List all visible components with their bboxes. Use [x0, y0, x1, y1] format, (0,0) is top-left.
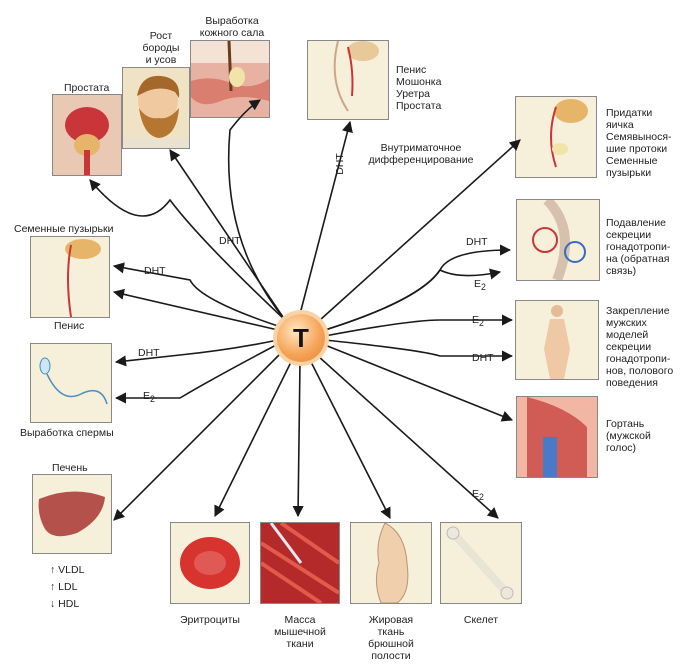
e2-subscript: 2 [479, 492, 484, 503]
arrow-skeleton [317, 355, 499, 519]
arrow-seminal [112, 262, 279, 327]
label-skeleton: Скелет [463, 614, 499, 626]
label-muscle: Масса мышечной ткани [274, 614, 326, 650]
male-body-image [515, 300, 599, 380]
genitals-illustration [308, 40, 388, 119]
bone-illustration [441, 523, 521, 603]
hormone-e2-skeleton: E2 [472, 488, 484, 503]
arrow-sperm-e2 [114, 343, 279, 404]
beard-image [122, 67, 190, 149]
hormone-dht-top: DHT [333, 153, 346, 175]
beard-illustration [123, 68, 189, 148]
hormone-dht-feedback: DHT [466, 236, 488, 248]
arrow-feedback-e2 [324, 268, 502, 331]
label-fat: Жировая ткань брюшной полости [368, 614, 414, 662]
label-beard: Рост бороды и усов [142, 30, 180, 66]
muscle-illustration [259, 521, 341, 605]
hormone-dht-seminal: DHT [144, 265, 166, 277]
e2-subscript: 2 [150, 394, 155, 405]
hormone-e2-model: E2 [472, 314, 484, 329]
muscle-image [259, 521, 341, 605]
erythrocytes-image [170, 522, 250, 604]
label-seminal-vesicles: Семенные пузырьки [14, 223, 114, 235]
arrow-erythrocytes [214, 359, 293, 518]
lipid-label: VLDL [58, 564, 85, 576]
larynx-image [516, 396, 598, 478]
decrease-arrow-icon: ↓ [50, 598, 56, 610]
label-genitals: Пенис Мошонка Уретра Простата [396, 64, 442, 112]
prostate-illustration [53, 95, 121, 175]
arrow-muscle [292, 361, 304, 518]
arrow-sebum [227, 99, 286, 321]
seminal-vesicles-illustration [31, 237, 109, 318]
genitals-image [307, 40, 389, 120]
increase-arrow-icon: ↑ [50, 564, 56, 576]
lipid-item: ↑ VLDL [50, 564, 84, 581]
label-penis: Пенис [54, 320, 85, 332]
label-larynx: Гортань (мужской голос) [606, 418, 651, 454]
lipid-item: ↓ HDL [50, 598, 84, 615]
e2-symbol: E [472, 314, 480, 326]
arrow-epididymis [319, 139, 521, 321]
e2-symbol: E [143, 390, 151, 402]
e2-symbol: E [472, 488, 480, 500]
sperm-image [30, 343, 112, 423]
increase-arrow-icon: ↑ [50, 581, 56, 593]
erythrocyte-illustration [171, 523, 249, 603]
arrow-model-e2 [324, 314, 514, 337]
feedback-image [516, 196, 600, 282]
hypothalamus-illustration [517, 196, 599, 282]
hormone-dht-model: DHT [472, 352, 494, 364]
epididymis-illustration [516, 97, 596, 177]
e2-symbol: E [474, 278, 482, 290]
label-sebum: Выработка кожного сала [199, 15, 265, 39]
epididymis-image [515, 96, 597, 178]
label-differentiation: Внутриматочное дифференцирование [368, 142, 474, 166]
arrow-fat [309, 359, 391, 519]
e2-subscript: 2 [481, 282, 486, 293]
lipid-label: HDL [58, 598, 80, 610]
arrow-sperm-dht [114, 339, 279, 367]
label-sperm: Выработка спермы [20, 427, 114, 439]
label-epididymis: Придатки яичка Семявынося- шие протоки С… [606, 107, 672, 179]
lipid-item: ↑ LDL [50, 581, 84, 598]
label-liver: Печень [52, 462, 88, 474]
skeleton-image [440, 522, 522, 604]
liver-illustration [33, 475, 111, 553]
testosterone-node: T [277, 314, 325, 362]
label-gonadotropin: Подавление секреции гонадотропи- на (обр… [606, 217, 671, 277]
seminal-vesicles-image [30, 236, 110, 318]
fat-image [350, 522, 432, 604]
label-male-model: Закрепление мужских моделей секреции гон… [606, 305, 674, 389]
arrow-prostate [89, 179, 286, 321]
e2-subscript: 2 [479, 318, 484, 329]
torso-illustration [351, 522, 431, 604]
hormone-e2-feedback: E2 [474, 278, 486, 293]
arrow-penis [112, 288, 279, 331]
hormone-e2-sperm: E2 [143, 390, 155, 405]
liver-image [32, 474, 112, 554]
prostate-image [52, 94, 122, 176]
lipid-label: LDL [58, 581, 78, 593]
hormone-dht-top-left: DHT [219, 235, 241, 247]
sperm-illustration [31, 344, 111, 422]
arrow-larynx [324, 344, 514, 422]
arrow-genitals [299, 120, 353, 315]
testosterone-label: T [293, 322, 309, 353]
arrow-liver [113, 351, 283, 521]
label-prostate: Простата [64, 82, 110, 94]
lipid-list: ↑ VLDL ↑ LDL ↓ HDL [50, 564, 84, 615]
larynx-illustration [517, 397, 597, 477]
hormone-dht-sperm: DHT [138, 347, 160, 359]
label-erythrocytes: Эритроциты [180, 614, 240, 626]
arrow-model-dht [324, 339, 514, 362]
male-body-illustration [516, 301, 598, 379]
